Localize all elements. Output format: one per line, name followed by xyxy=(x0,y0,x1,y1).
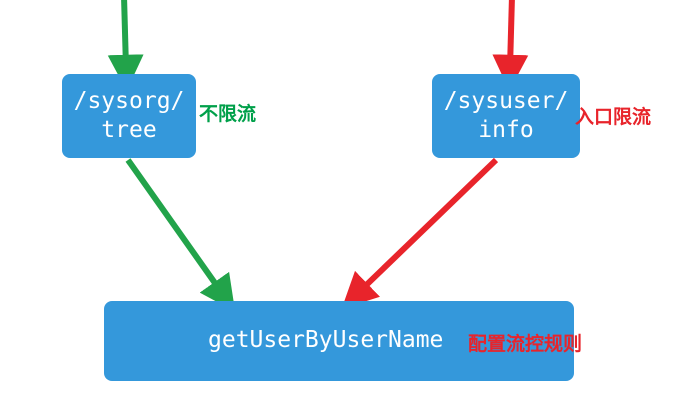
arrow-top-red-into-sysuser xyxy=(492,0,529,91)
arrow-sysuser-to-getuser xyxy=(341,157,499,309)
annotation-entry-rate-limit: 入口限流 xyxy=(575,106,652,128)
arrow-top-green-into-sysorg xyxy=(107,0,144,91)
annotation-configure-flow-rule: 配置流控规则 xyxy=(468,333,583,355)
arrow-sysorg-to-getuser xyxy=(125,158,236,312)
node-sysorg-tree[interactable]: /sysorg/ tree xyxy=(62,74,196,158)
node-sysuser-info[interactable]: /sysuser/ info xyxy=(432,74,580,158)
annotation-no-rate-limit: 不限流 xyxy=(199,103,257,125)
node-getuserbyusername[interactable]: getUserByUserName xyxy=(104,301,574,381)
